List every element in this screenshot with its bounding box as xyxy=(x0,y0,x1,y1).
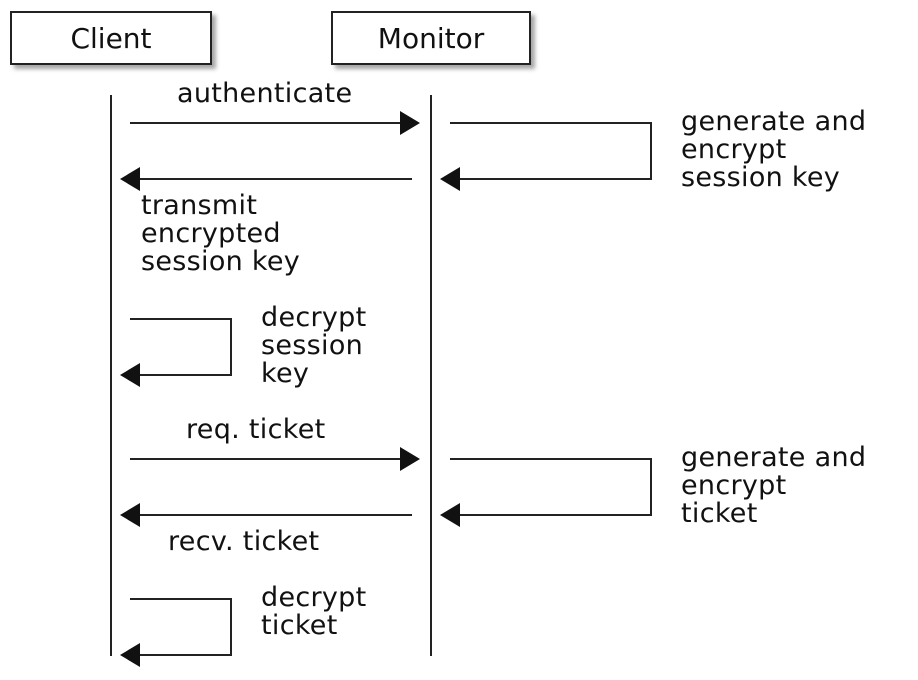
participant-monitor-label: Monitor xyxy=(377,21,485,55)
arrow-authenticate xyxy=(130,111,420,135)
label-client-decrypt-ticket: decrypt ticket xyxy=(261,584,367,640)
label-transmit-session-key: transmit encrypted session key xyxy=(141,192,300,276)
participant-client-label: Client xyxy=(70,21,152,55)
label-line: session key xyxy=(681,162,841,193)
label-line: transmit xyxy=(141,190,258,221)
label-line: encrypt xyxy=(681,134,787,165)
label-recv-ticket: recv. ticket xyxy=(168,526,320,557)
label-monitor-generate-ticket: generate and encrypt ticket xyxy=(681,444,866,528)
label-line: session xyxy=(261,330,364,361)
label-line: encrypted xyxy=(141,218,281,249)
label-line: ticket xyxy=(681,498,758,529)
label-line: ticket xyxy=(261,610,338,641)
label-monitor-generate-session: generate and encrypt session key xyxy=(681,108,866,192)
label-req-ticket: req. ticket xyxy=(186,414,326,445)
label-line: generate and xyxy=(681,442,867,473)
label-line: key xyxy=(261,358,310,389)
label-authenticate: authenticate xyxy=(177,78,353,109)
arrow-client-self-decrypt-ticket xyxy=(120,598,232,667)
arrow-monitor-self-generate-ticket xyxy=(440,458,652,527)
participant-monitor: Monitor xyxy=(331,11,531,65)
label-line: session key xyxy=(141,246,301,277)
arrow-req-ticket xyxy=(130,447,420,471)
arrow-transmit-session-key xyxy=(120,167,412,191)
label-line: generate and xyxy=(681,106,867,137)
arrow-recv-ticket xyxy=(120,503,412,527)
label-line: decrypt xyxy=(261,302,367,333)
label-line: decrypt xyxy=(261,582,367,613)
arrow-client-self-decrypt-session xyxy=(120,318,232,387)
arrow-monitor-self-generate-session xyxy=(440,122,652,191)
label-line: encrypt xyxy=(681,470,787,501)
label-client-decrypt-session: decrypt session key xyxy=(261,304,367,388)
participant-client: Client xyxy=(10,11,212,65)
